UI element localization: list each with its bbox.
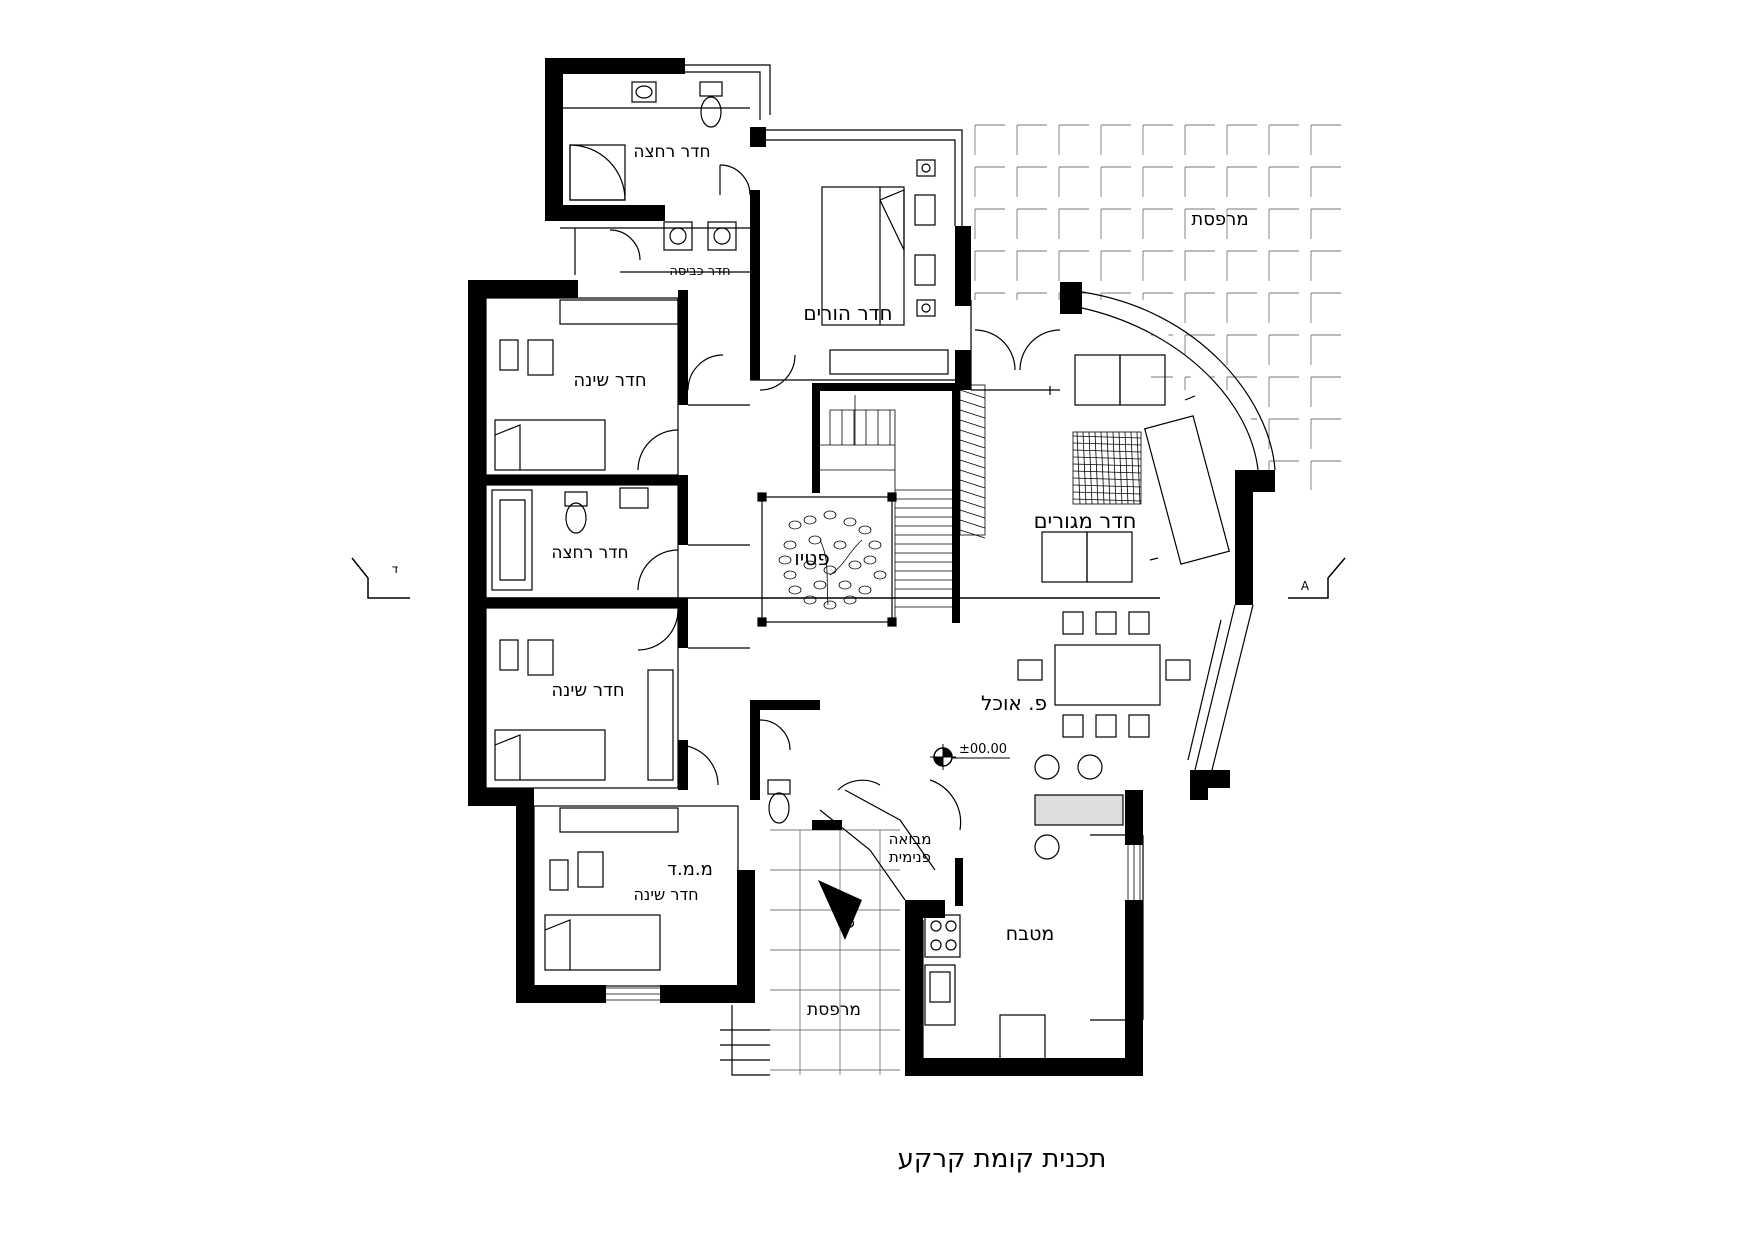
label-patio: פטיו [794, 546, 829, 570]
label-bathroom-mid: חדר רחצה [551, 543, 628, 563]
label-section-left: ד [392, 562, 399, 576]
terrace-bottom-tiles [770, 829, 900, 1075]
label-safe-room-bedroom: חדר שינה [633, 885, 698, 904]
label-level: ±00.00 [959, 742, 1007, 757]
label-living-room: חדר מגורים [1034, 509, 1137, 533]
living-rug [1072, 431, 1142, 505]
label-terrace-top: מרפסת [1191, 209, 1248, 230]
label-parents-room: חדר הורים [803, 301, 892, 325]
plan-title: תכנית קומת קרקע [898, 1144, 1107, 1174]
label-kitchen: מטבח [1006, 923, 1055, 945]
label-inner-entry-1: מבואה [889, 830, 932, 848]
room-labels: חדר רחצה חדר כביסה חדר הורים מרפסת חדר ש… [392, 142, 1310, 1174]
entrance-steps [720, 1005, 770, 1076]
label-laundry: חדר כביסה [669, 264, 730, 279]
label-bedroom-1: חדר שינה [573, 370, 646, 391]
label-safe-room: מ.מ.ד [667, 859, 713, 880]
section-line [351, 557, 1346, 599]
label-terrace-bottom: מרפסת [807, 1000, 861, 1020]
furniture [491, 81, 1231, 1061]
stairs [820, 384, 986, 620]
level-marker [930, 744, 1010, 770]
outlines [485, 64, 1276, 1058]
walls [468, 58, 1275, 1076]
terrace-top-tiles [971, 124, 1350, 610]
windows [471, 360, 1141, 1001]
label-dining: פ. אוכל [981, 691, 1047, 715]
door-swings [609, 164, 1061, 831]
label-bathroom-top: חדר רחצה [633, 142, 710, 162]
label-inner-entry-2: פנימית [889, 848, 931, 866]
label-section-right: A [1301, 579, 1310, 593]
label-bedroom-2: חדר שינה [551, 680, 624, 701]
entrance-arrow [818, 880, 862, 940]
